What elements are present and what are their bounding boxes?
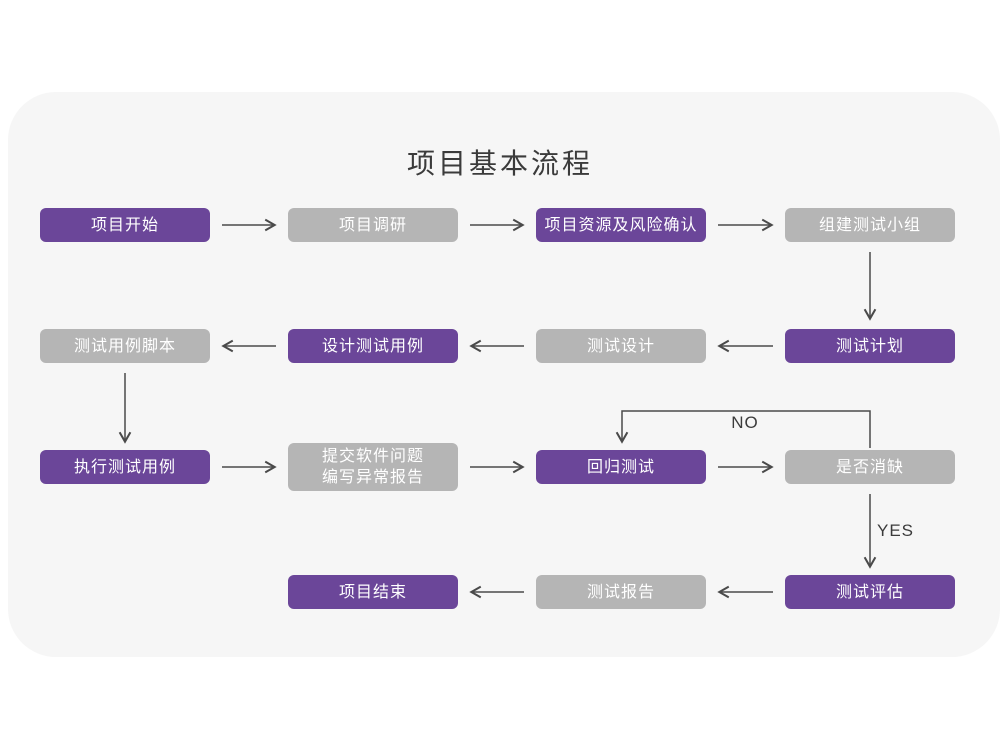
node-design-test-cases: 设计测试用例	[288, 329, 458, 363]
node-test-evaluation: 测试评估	[785, 575, 955, 609]
page-title: 项目基本流程	[406, 148, 593, 179]
node-project-research: 项目调研	[288, 208, 458, 242]
node-test-case-script: 测试用例脚本	[40, 329, 210, 363]
node-test-design: 测试设计	[536, 329, 706, 363]
flowchart-card	[8, 92, 1000, 657]
edge-label-yes: YES	[877, 521, 915, 540]
node-project-start: 项目开始	[40, 208, 210, 242]
node-test-report: 测试报告	[536, 575, 706, 609]
node-test-plan: 测试计划	[785, 329, 955, 363]
node-regression-test: 回归测试	[536, 450, 706, 484]
node-defect-cleared: 是否消缺	[785, 450, 955, 484]
node-execute-test-cases: 执行测试用例	[40, 450, 210, 484]
edge-label-no: NO	[731, 413, 759, 432]
node-build-test-team: 组建测试小组	[785, 208, 955, 242]
node-project-end: 项目结束	[288, 575, 458, 609]
node-submit-issues-report: 提交软件问题 编写异常报告	[288, 443, 458, 491]
node-resources-risk: 项目资源及风险确认	[536, 208, 706, 242]
